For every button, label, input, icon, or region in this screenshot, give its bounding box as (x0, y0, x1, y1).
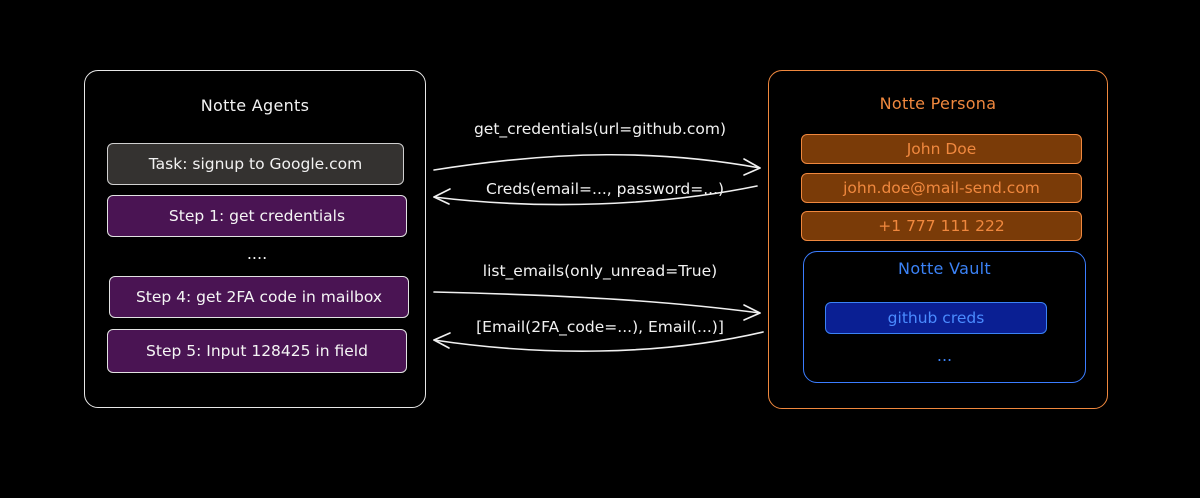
arrow-request-credentials (433, 153, 761, 176)
persona-panel (768, 70, 1108, 409)
vault-item-box: github creds (825, 302, 1047, 334)
list-emails-label: list_emails(only_unread=True) (482, 262, 718, 280)
arrow-response-credentials (433, 185, 758, 206)
task-box: Task: signup to Google.com (107, 143, 404, 185)
persona-name-box: John Doe (801, 134, 1082, 164)
agents-ellipsis: .... (246, 244, 268, 263)
vault-panel (803, 251, 1086, 383)
emails-response-label: [Email(2FA_code=...), Email(...)] (476, 318, 724, 336)
arrow-request-emails (433, 291, 761, 321)
persona-title: Notte Persona (879, 94, 997, 113)
step-5-box: Step 5: Input 128425 in field (107, 329, 407, 373)
vault-title: Notte Vault (898, 259, 991, 278)
creds-response-label: Creds(email=..., password=...) (485, 180, 725, 198)
agents-panel (84, 70, 426, 408)
get-credentials-label: get_credentials(url=github.com) (473, 120, 727, 138)
step-4-box: Step 4: get 2FA code in mailbox (109, 276, 409, 318)
persona-phone-box: +1 777 111 222 (801, 211, 1082, 241)
agents-title: Notte Agents (200, 96, 310, 115)
persona-email-box: john.doe@mail-send.com (801, 173, 1082, 203)
step-1-box: Step 1: get credentials (107, 195, 407, 237)
arrow-response-emails (433, 331, 764, 352)
vault-ellipsis: ... (936, 346, 953, 365)
